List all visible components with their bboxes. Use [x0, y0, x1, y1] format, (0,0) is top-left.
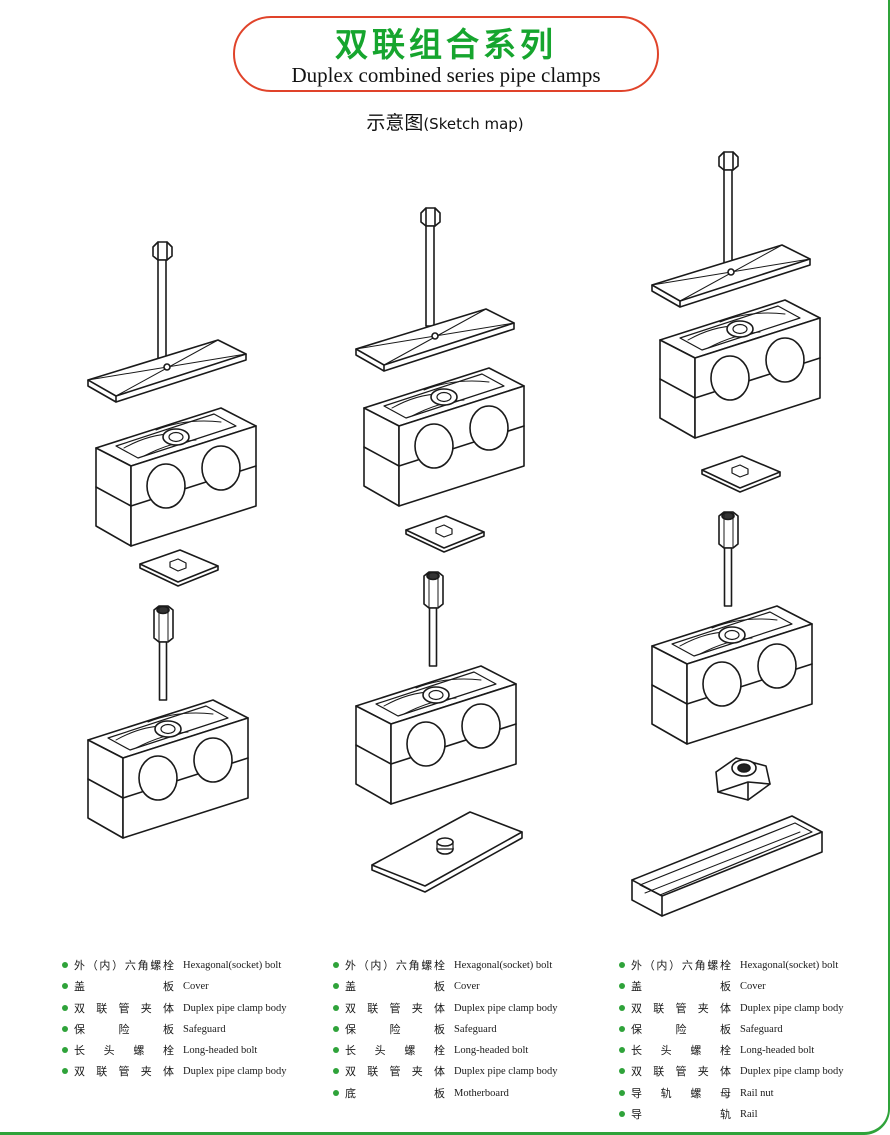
legend-item-en: Long-headed bolt	[183, 1045, 258, 1057]
bullet-icon	[619, 1025, 625, 1032]
bullet-icon	[619, 1004, 625, 1011]
legend-item: 外（内）六角螺栓 Hexagonal(socket) bolt	[619, 955, 859, 976]
legend-item-en: Hexagonal(socket) bolt	[183, 960, 282, 971]
bullet-icon	[62, 962, 68, 968]
legend-item: 盖 板 Cover	[619, 976, 859, 997]
legend-item-zh: 保 险 板	[74, 1022, 174, 1036]
legend-item-zh: 外（内）六角螺栓	[631, 959, 731, 972]
legend-item: 盖 板 Cover	[62, 976, 302, 997]
bullet-icon	[333, 983, 339, 990]
legend-item-en: Duplex pipe clamp body	[183, 1066, 287, 1078]
legend-item-en: Hexagonal(socket) bolt	[454, 960, 553, 971]
legend-item-en: Safeguard	[454, 1023, 497, 1035]
legend-item: 外（内）六角螺栓 Hexagonal(socket) bolt	[333, 955, 573, 976]
legend-item: 保 险 板 Safeguard	[62, 1019, 302, 1040]
legend-item: 双联管夹体 Duplex pipe clamp body	[333, 998, 573, 1019]
legend-item-en: Cover	[183, 981, 209, 993]
legend-item-en: Rail nut	[740, 1087, 774, 1099]
exploded-assembly-drawings	[87, 151, 823, 917]
legend-item-zh: 双联管夹体	[345, 1065, 445, 1079]
bullet-icon	[333, 1025, 339, 1032]
legend-item: 双联管夹体 Duplex pipe clamp body	[619, 1061, 859, 1082]
legend-item-en: Cover	[740, 981, 766, 993]
legend-item-zh: 长头螺栓	[345, 1044, 445, 1058]
legend-item: 导 轨 Rail	[619, 1104, 859, 1125]
legend-item-en: Duplex pipe clamp body	[454, 1002, 558, 1014]
legend-item-en: Duplex pipe clamp body	[183, 1002, 287, 1014]
legend-item-zh: 保 险 板	[345, 1022, 445, 1036]
legend-item-en: Safeguard	[183, 1023, 226, 1035]
legend-item-zh: 保 险 板	[631, 1022, 731, 1036]
legend-item-zh: 双联管夹体	[631, 1001, 731, 1015]
title-chinese: 双联组合系列	[335, 25, 557, 64]
legend-item: 保 险 板 Safeguard	[619, 1019, 859, 1040]
legend-item-en: Hexagonal(socket) bolt	[740, 960, 839, 971]
legend-item-zh: 盖 板	[631, 980, 731, 994]
sketch-map-heading-en: (Sketch map)	[423, 115, 524, 133]
legend-item-zh: 双联管夹体	[631, 1065, 731, 1079]
bullet-icon	[333, 1068, 339, 1075]
legend-item: 双联管夹体 Duplex pipe clamp body	[62, 998, 302, 1019]
legend-item: 外（内）六角螺栓 Hexagonal(socket) bolt	[62, 955, 302, 976]
rail-channel	[631, 815, 823, 917]
title-banner: 双联组合系列 Duplex combined series pipe clamp…	[233, 16, 659, 92]
legend-item-zh: 导 轨	[631, 1108, 731, 1122]
legend-item-zh: 双联管夹体	[345, 1001, 445, 1015]
legend-item-zh: 长头螺栓	[631, 1044, 731, 1058]
legend-item: 双联管夹体 Duplex pipe clamp body	[619, 998, 859, 1019]
legend-item: 底 板 Motherboard	[333, 1083, 573, 1104]
legend-item: 双联管夹体 Duplex pipe clamp body	[62, 1061, 302, 1082]
bullet-icon	[62, 983, 68, 990]
sketch-map-heading-zh: 示意图	[366, 112, 424, 134]
legend-item-en: Duplex pipe clamp body	[454, 1066, 558, 1078]
title-english: Duplex combined series pipe clamps	[291, 63, 601, 87]
legend-item-en: Duplex pipe clamp body	[740, 1066, 844, 1078]
legend-item-zh: 双联管夹体	[74, 1065, 174, 1079]
legend-item-zh: 双联管夹体	[74, 1001, 174, 1015]
legend-item-zh: 底 板	[345, 1086, 445, 1100]
legend-item: 长头螺栓 Long-headed bolt	[619, 1040, 859, 1061]
legend-item: 保 险 板 Safeguard	[333, 1019, 573, 1040]
bullet-icon	[619, 983, 625, 990]
rail-nut	[715, 757, 771, 801]
legend-item: 长头螺栓 Long-headed bolt	[62, 1040, 302, 1061]
legend-item-zh: 外（内）六角螺栓	[74, 959, 174, 972]
legend-item-zh: 导轨螺母	[631, 1086, 731, 1100]
bullet-icon	[619, 1089, 625, 1096]
legend-item: 导轨螺母 Rail nut	[619, 1083, 859, 1104]
legend-item-zh: 盖 板	[74, 980, 174, 994]
bullet-icon	[619, 1111, 625, 1118]
bullet-icon	[619, 962, 625, 968]
legend-item-en: Rail	[740, 1109, 758, 1121]
bullet-icon	[62, 1004, 68, 1011]
sketch-map-heading: 示意图(Sketch map)	[0, 108, 890, 135]
bullet-icon	[333, 1089, 339, 1096]
bullet-icon	[62, 1025, 68, 1032]
bullet-icon	[62, 1068, 68, 1075]
legend-item: 长头螺栓 Long-headed bolt	[333, 1040, 573, 1061]
legend-item-en: Motherboard	[454, 1087, 509, 1099]
legend-item: 盖 板 Cover	[333, 976, 573, 997]
legend-item-en: Duplex pipe clamp body	[740, 1002, 844, 1014]
legend-item: 双联管夹体 Duplex pipe clamp body	[333, 1061, 573, 1082]
bullet-icon	[619, 1047, 625, 1054]
bullet-icon	[333, 1047, 339, 1054]
bullet-icon	[333, 962, 339, 968]
bullet-icon	[619, 1068, 625, 1075]
legend-item-en: Long-headed bolt	[454, 1045, 529, 1057]
bullet-icon	[333, 1004, 339, 1011]
legend-item-zh: 盖 板	[345, 980, 445, 994]
motherboard-plate	[371, 811, 523, 893]
bullet-icon	[62, 1047, 68, 1054]
legend-item-en: Safeguard	[740, 1023, 783, 1035]
legend-item-en: Long-headed bolt	[740, 1045, 815, 1057]
legend-item-zh: 长头螺栓	[74, 1044, 174, 1058]
legend-item-en: Cover	[454, 981, 480, 993]
legend-item-zh: 外（内）六角螺栓	[345, 959, 445, 972]
